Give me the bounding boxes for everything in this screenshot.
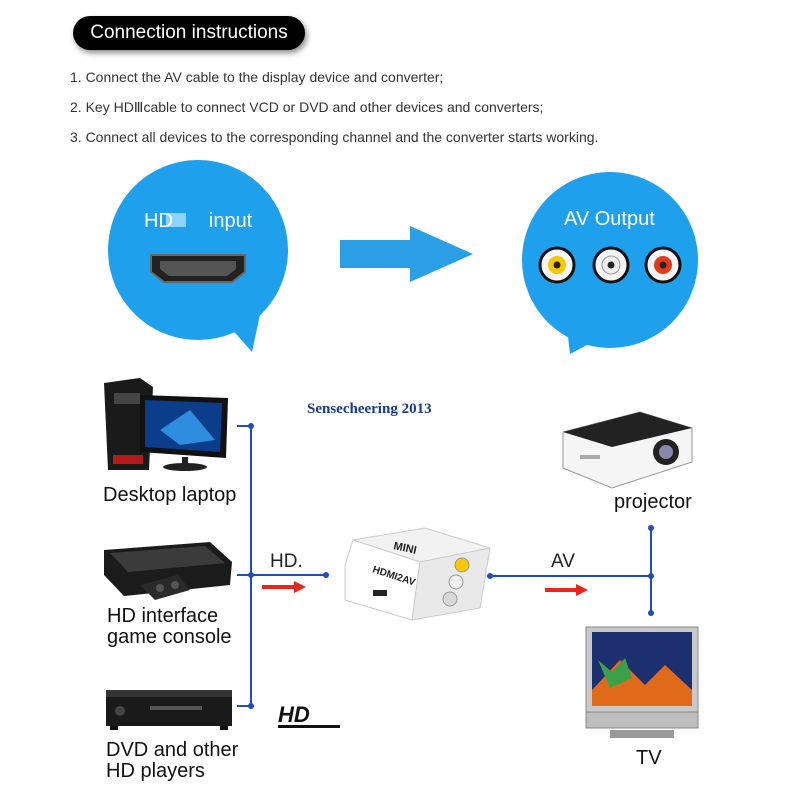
projector-label: projector <box>614 491 692 513</box>
av-signal-arrow-icon <box>545 584 588 596</box>
instruction-step-3: 3. Connect all devices to the correspond… <box>70 129 599 145</box>
instruction-step-2: 2. Key HDⅢcable to connect VCD or DVD an… <box>70 99 544 115</box>
hd-signal-label: HD. <box>270 551 303 572</box>
brand-text: Sensecheering 2013 <box>307 401 432 417</box>
game-console-icon <box>104 542 232 600</box>
converter-top-label: MINI <box>392 540 417 557</box>
desktop-label: Desktop laptop <box>103 484 237 506</box>
hdmi2av-converter-icon: MINI HDMI2AV <box>344 527 491 621</box>
desktop-computer-icon <box>104 378 228 471</box>
direction-arrow-icon <box>340 226 473 282</box>
dvd-label-line2: HD players <box>106 760 205 782</box>
hd-logo-text: HD <box>278 702 310 727</box>
tv-label: TV <box>636 747 662 769</box>
projector-icon <box>562 411 693 489</box>
console-label-line1: HD interface <box>107 605 219 627</box>
rca-red-jack-icon <box>644 246 682 284</box>
hdmi-input-word: input <box>208 210 253 232</box>
av-output-label: AV Output <box>564 208 655 230</box>
hdmi-input-prefix: HD <box>144 210 173 232</box>
hd-signal-arrow-icon <box>262 581 306 593</box>
instruction-step-1: 1. Connect the AV cable to the display d… <box>70 69 444 85</box>
hd-logo-icon: HD <box>278 702 340 728</box>
dvd-player-icon <box>106 690 232 730</box>
dvd-label-line1: DVD and other <box>106 739 239 761</box>
hdmi-logo-icon <box>166 213 186 227</box>
page-title: Connection instructions <box>73 16 305 50</box>
console-label-line2: game console <box>107 626 232 648</box>
television-icon <box>585 626 699 738</box>
rca-yellow-jack-icon <box>538 246 576 284</box>
output-bus-lines <box>490 528 652 613</box>
hdmi-input-label: HD input <box>144 210 252 233</box>
hdmi-input-bubble <box>108 160 288 352</box>
rca-white-jack-icon <box>592 246 630 284</box>
av-output-bubble <box>522 172 698 354</box>
av-signal-label: AV <box>551 551 575 572</box>
